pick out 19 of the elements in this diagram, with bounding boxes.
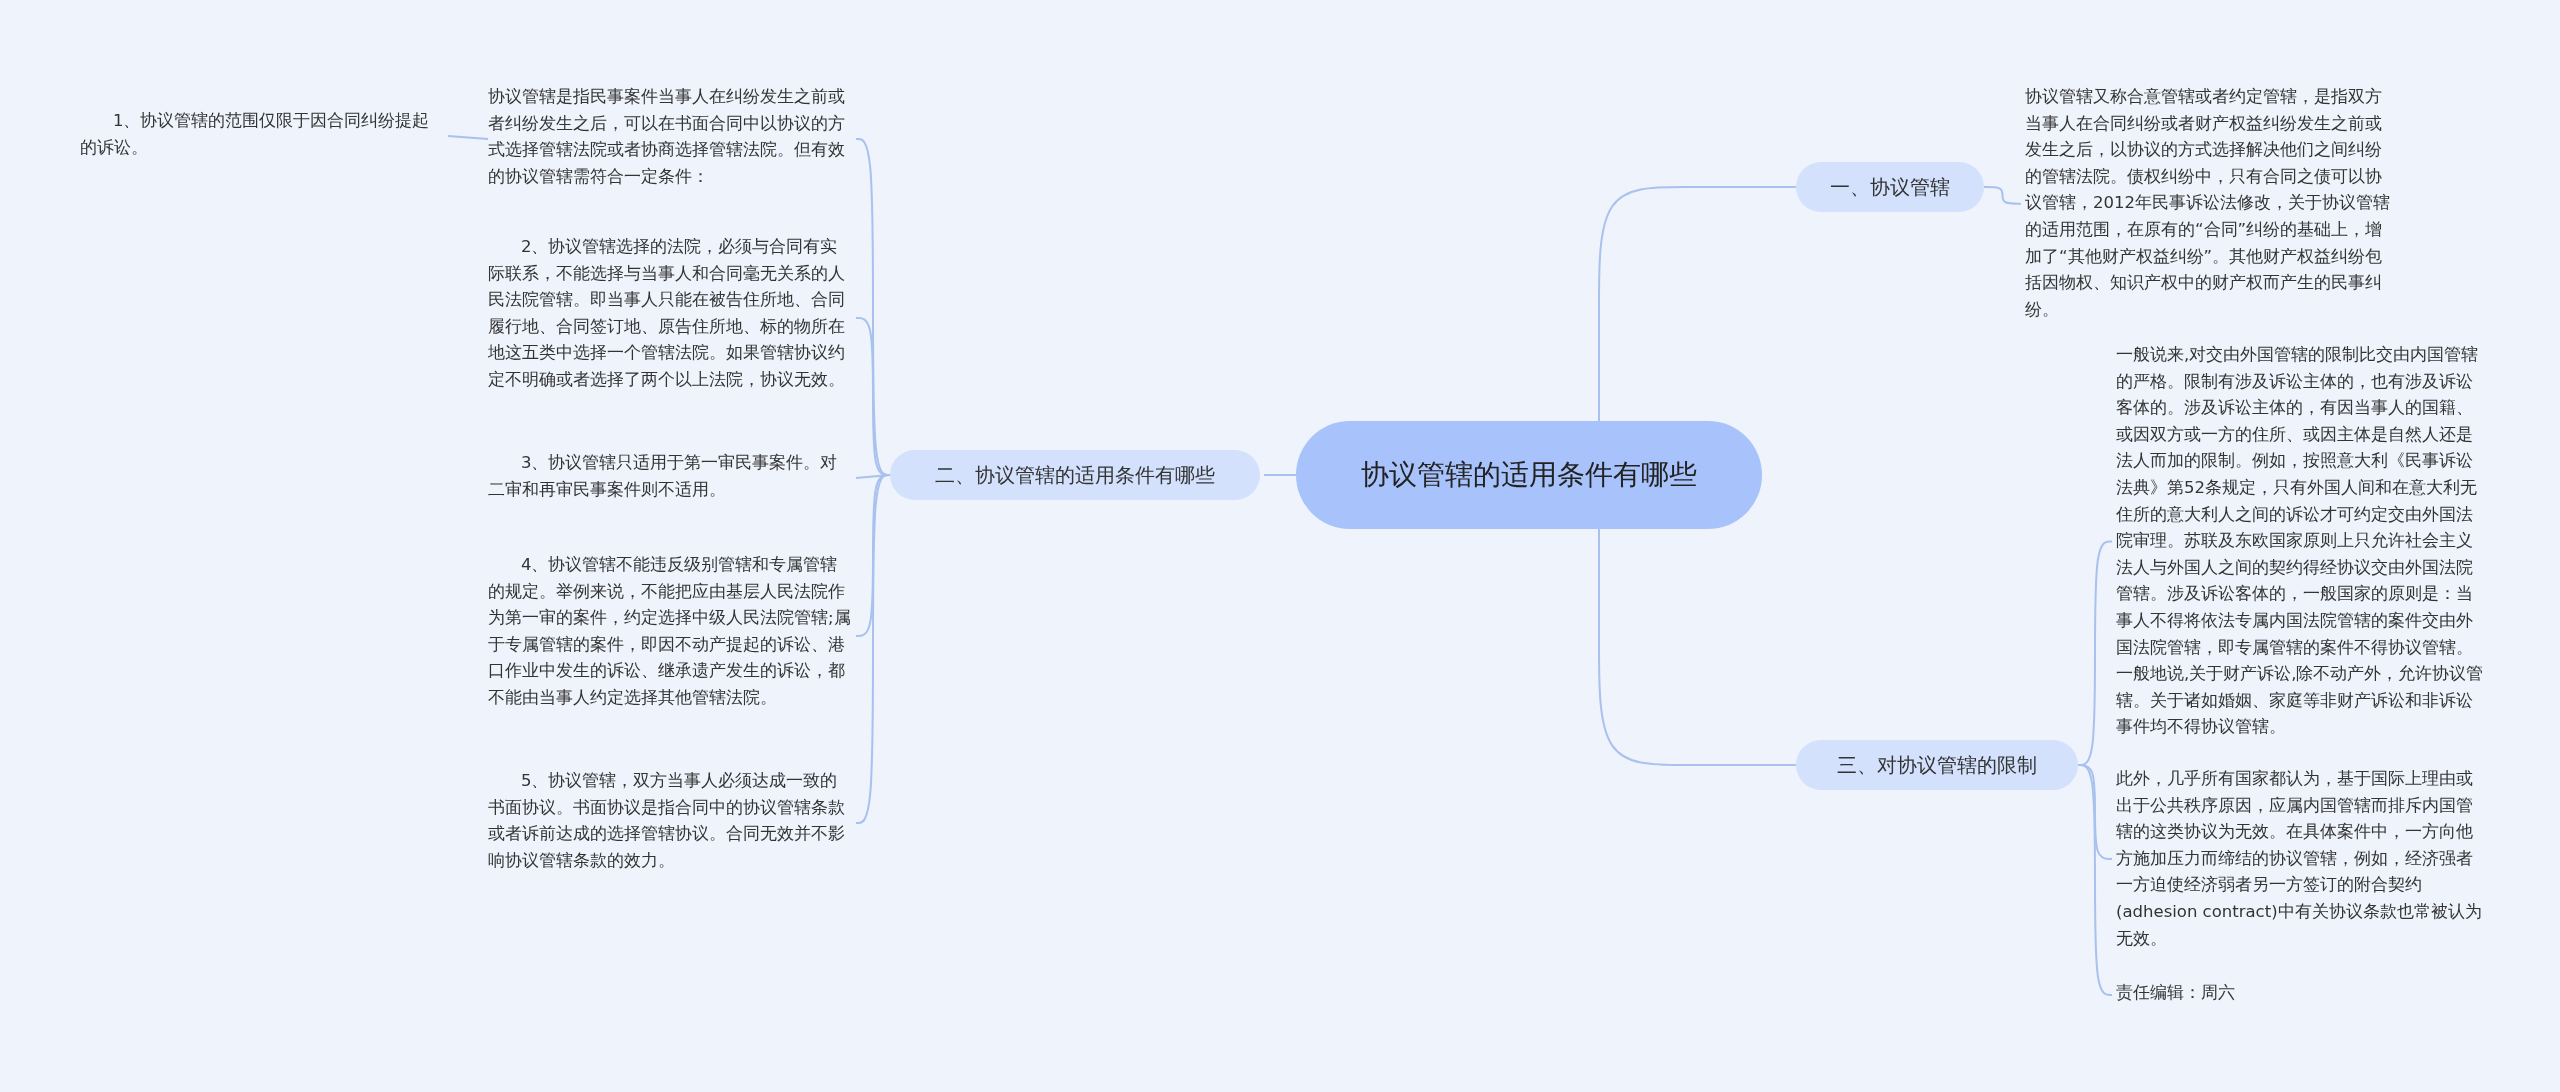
note-text: 3、协议管辖只适用于第一审民事案件。对二审和再审民事案件则不适用。	[488, 452, 839, 501]
note-text: 1、协议管辖的范围仅限于因合同纠纷提起的诉讼。	[80, 110, 431, 159]
note-text: 协议管辖又称合意管辖或者约定管辖，是指双方当事人在合同纠纷或者财产权益纠纷发生之前或发生之后，以协议的方式选择解决他们之间纠纷的管辖法院。债权纠纷中，只有合同之债可以协议管辖，2012年民事诉讼法修改，关于协议管辖的适用范围，在原有的“合同”纠纷的基础上，增加了“其他财产权益纠纷”。其他财产权益纠纷包括因物权、知识产权中的财产权而产生的民事纠纷。	[2025, 86, 2391, 321]
branch-topic: 三、对协议管辖的限制	[1796, 740, 2078, 790]
note-text: 2、协议管辖选择的法院，必须与合同有实际联系，不能选择与当事人和合同毫无关系的人民法院管辖。即当事人只能在被告住所地、合同履行地、合同签订地、原告住所地、标的物所在地这五类中选择一个管辖法院。如果管辖协议约定不明确或者选择了两个以上法院，协议无效。	[488, 236, 846, 391]
central-topic: 协议管辖的适用条件有哪些	[1296, 421, 1762, 529]
connector-line	[1983, 186, 2022, 205]
branch-topic: 一、协议管辖	[1796, 162, 1984, 212]
note-text: 此外，几乎所有国家都认为，基于国际上理由或出于公共秩序原因，应属内国管辖而排斥内国管辖的这类协议为无效。在具体案件中，一方向他方施加压力而缔结的协议管辖，例如，经济强者一方迫使经济弱者另一方签订的附合契约 (adhesion contract)中有关协议条款也常被认为无效。	[2116, 768, 2483, 950]
note-text: 协议管辖是指民事案件当事人在纠纷发生之前或者纠纷发生之后，可以在书面合同中以协议的方式选择管辖法院或者协商选择管辖法院。但有效的协议管辖需符合一定条件：	[488, 86, 846, 188]
connector-line	[447, 135, 489, 140]
connector-line	[1598, 186, 1797, 422]
note-text: 一般说来,对交由外国管辖的限制比交由内国管辖的严格。限制有涉及诉讼主体的，也有涉及诉讼客体的。涉及诉讼主体的，有因当事人的国籍、或因双方或一方的住所、或因主体是自然人还是法人而加的限制。例如，按照意大利《民事诉讼法典》第52条规定，只有外国人间和在意大利无住所的意大利人之间的诉讼才可约定交由外国法院审理。苏联及东欧国家原则上只允许社会主义法人与外国人之间的契约得经协议交由外国法院管辖。涉及诉讼客体的，一般国家的原则是：当事人不得将依法专属内国法院管辖的案件交由外国法院管辖，即专属管辖的案件不得协议管辖。一般地说,关于财产诉讼,除不动产外，允许协议管辖。关于诸如婚姻、家庭等非财产诉讼和非诉讼事件均不得协议管辖。	[2116, 344, 2485, 739]
note-text: 4、协议管辖不能违反级别管辖和专属管辖的规定。举例来说，不能把应由基层人民法院作为第一审的案件，约定选择中级人民法院管辖;属于专属管辖的案件，即因不动产提起的诉讼、港口作业中发生的诉讼、继承遗产发生的诉讼，都不能由当事人约定选择其他管辖法院。	[488, 554, 852, 709]
connector-line	[1263, 474, 1297, 476]
branch-topic: 二、协议管辖的适用条件有哪些	[890, 450, 1260, 500]
note-text: 责任编辑：周六	[2116, 982, 2236, 1004]
note-text: 5、协议管辖，双方当事人必须达成一致的书面协议。书面协议是指合同中的协议管辖条款或者诉前达成的选择管辖协议。合同无效并不影响协议管辖条款的效力。	[488, 770, 846, 872]
connector-line	[1598, 528, 1797, 766]
